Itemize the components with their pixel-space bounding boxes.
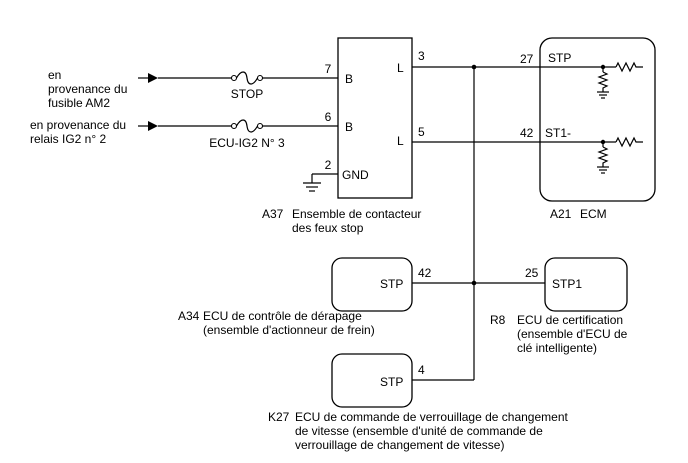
ecm-st1-circuit-icon: [540, 136, 643, 174]
ecm-term-st1: ST1-: [545, 126, 571, 140]
cert-ecu-box: [544, 257, 628, 312]
switch-pin-3: 3: [418, 49, 425, 63]
ecm-pin-42: 42: [520, 126, 534, 140]
cert-code: R8: [490, 313, 506, 327]
arrow-am2-icon: [138, 73, 158, 83]
source-ig2-line2: relais IG2 n° 2: [30, 132, 106, 146]
skid-term: STP: [380, 277, 403, 291]
fuse-ecu-ig2-label: ECU-IG2 N° 3: [209, 136, 285, 150]
skid-pin: 42: [418, 266, 432, 280]
ecm-code: A21: [550, 207, 572, 221]
switch-pin-2: 2: [325, 158, 332, 172]
source-am2-line1: en: [48, 68, 61, 82]
switch-term-gnd: GND: [342, 168, 369, 182]
source-ig2-line1: en provenance du: [30, 118, 126, 132]
switch-term-b2: B: [345, 120, 353, 134]
cert-term: STP1: [552, 277, 582, 291]
ecm-name: ECM: [580, 207, 607, 221]
skid-name-line1: ECU de contrôle de dérapage: [203, 309, 362, 323]
junction-top: [471, 64, 477, 70]
ecm-stp-circuit-icon: [540, 61, 643, 99]
switch-term-b1: B: [345, 72, 353, 86]
fuse-stop-label: STOP: [231, 87, 263, 101]
cert-name-line3: clé intelligente): [517, 341, 597, 355]
ecm-pin-27: 27: [520, 52, 534, 66]
cert-name-line2: (ensemble d'ECU de: [517, 327, 628, 341]
skid-name-line2: (ensemble d'actionneur de frein): [203, 323, 375, 337]
switch-term-l2: L: [397, 134, 404, 148]
fuse-stop-icon: [230, 71, 264, 85]
switch-term-l1: L: [397, 61, 404, 75]
ecm-box: [539, 37, 656, 202]
switch-pin-6: 6: [325, 110, 332, 124]
ground-icon: [303, 173, 338, 192]
shift-pin: 4: [418, 363, 425, 377]
switch-name-line2: des feux stop: [292, 221, 364, 235]
source-am2-line3: fusible AM2: [48, 96, 110, 110]
switch-code: A37: [262, 207, 284, 221]
skid-code: A34: [178, 309, 200, 323]
skid-ecu-box: [331, 257, 413, 312]
shift-term: STP: [380, 375, 403, 389]
stop-switch-box: [337, 37, 413, 199]
shift-name-line1: ECU de commande de verrouillage de chang…: [295, 410, 568, 424]
switch-pin-7: 7: [325, 62, 332, 76]
switch-name-line1: Ensemble de contacteur: [292, 207, 421, 221]
cert-name-line1: ECU de certification: [517, 313, 623, 327]
fuse-ecu-ig2-icon: [230, 119, 264, 133]
source-am2-line2: provenance du: [48, 82, 127, 96]
shift-name-line2: de vitesse (ensemble d'unité de commande…: [295, 424, 543, 438]
switch-pin-5: 5: [418, 125, 425, 139]
shift-name-line3: verrouillage de changement de vitesse): [295, 438, 504, 452]
shift-code: K27: [268, 410, 290, 424]
cert-pin: 25: [525, 266, 539, 280]
ecm-term-stp: STP: [548, 51, 571, 65]
arrow-ig2-icon: [138, 121, 158, 131]
